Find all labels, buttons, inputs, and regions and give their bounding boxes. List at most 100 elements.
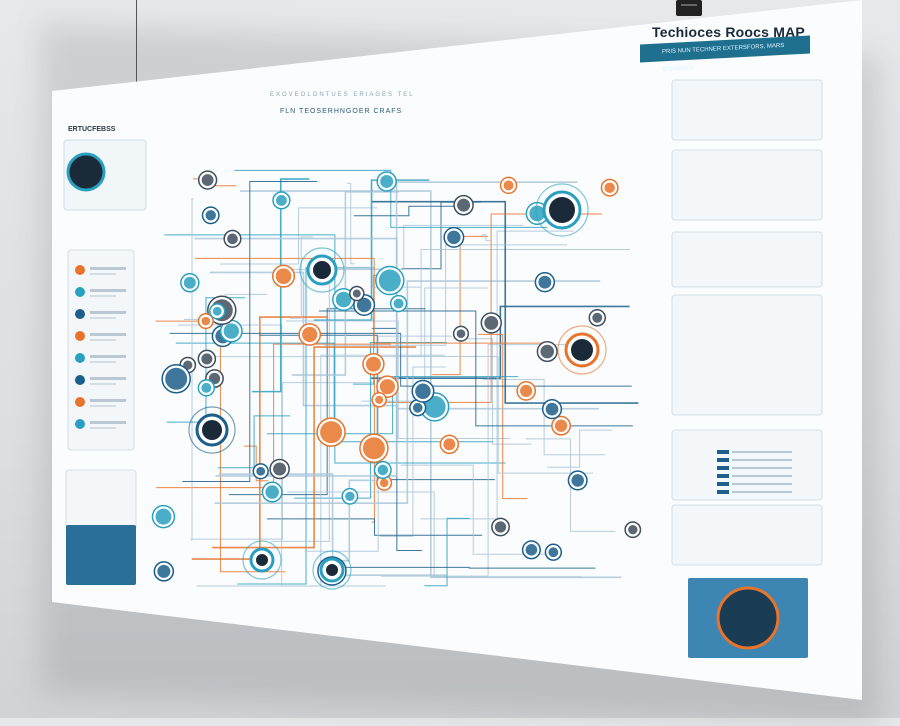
network-node <box>352 289 361 298</box>
network-node <box>443 438 456 451</box>
connector-line <box>287 491 582 578</box>
center-subheading: EXOVEOLONTUES ERIAGES TEL <box>270 92 415 98</box>
list-text-line <box>90 289 126 292</box>
right-row-text <box>732 475 792 477</box>
list-text-line <box>90 267 126 270</box>
network-node <box>302 326 318 343</box>
panel-right-4 <box>671 294 823 416</box>
network-node <box>592 312 603 323</box>
list-text-line <box>90 295 116 297</box>
network-node <box>380 175 394 188</box>
network-node <box>484 315 499 330</box>
right-row-marker <box>717 490 729 494</box>
network-node <box>412 402 423 413</box>
panel-right-5 <box>671 429 823 501</box>
network-node <box>212 306 222 316</box>
panel-right-1 <box>671 79 823 141</box>
binder-clip-right <box>676 0 702 16</box>
network-diagram <box>63 79 823 658</box>
connector-line <box>313 179 430 321</box>
hanging-wire-left <box>136 0 137 84</box>
list-bullet-icon <box>75 287 85 297</box>
hub-core <box>313 261 331 279</box>
right-row-text <box>732 483 792 485</box>
right-row-marker <box>717 466 729 470</box>
hub-core <box>549 197 575 223</box>
network-node <box>554 419 568 432</box>
list-text-line <box>90 273 116 275</box>
network-node <box>548 547 559 558</box>
network-node <box>503 180 514 191</box>
hub-core <box>202 420 222 440</box>
connector-line <box>155 320 286 573</box>
list-bullet-icon <box>75 309 85 319</box>
connector-line <box>353 205 465 217</box>
network-node <box>571 474 584 487</box>
network-node <box>183 276 196 289</box>
connector-line <box>483 379 606 456</box>
list-text-line <box>90 317 116 319</box>
network-node <box>375 395 384 404</box>
poster-title: Techioces Roocs MAP <box>652 24 805 40</box>
connector-line <box>169 332 632 387</box>
connector-line <box>291 191 400 376</box>
connector-line <box>481 234 491 242</box>
network-node <box>276 194 287 206</box>
network-node <box>320 421 343 444</box>
connector-line <box>182 181 318 482</box>
network-node <box>223 323 240 339</box>
network-node <box>356 297 372 313</box>
network-node <box>378 269 401 292</box>
tech-map-poster <box>52 0 862 700</box>
network-node <box>457 198 471 212</box>
hub-halo <box>242 540 282 580</box>
right-row-text <box>732 467 792 469</box>
panel-left-bottom <box>65 469 137 531</box>
network-node <box>628 525 638 535</box>
hub-core <box>571 339 593 361</box>
connector-line <box>424 517 470 587</box>
list-bullet-icon <box>75 353 85 363</box>
network-node <box>393 298 404 309</box>
connector-line <box>196 354 445 587</box>
connector-line <box>371 305 630 380</box>
network-node <box>201 316 211 326</box>
network-node <box>545 402 559 416</box>
panel-right-3 <box>671 231 823 288</box>
right-row-text <box>732 491 792 493</box>
network-node <box>520 384 533 398</box>
network-node <box>265 485 279 499</box>
right-row-text <box>732 459 792 461</box>
right-row-marker <box>717 482 729 486</box>
connector-line <box>212 248 630 358</box>
connector-line <box>420 230 574 520</box>
network-node <box>256 466 266 476</box>
list-bullet-icon <box>75 397 85 407</box>
list-text-line <box>90 383 116 385</box>
hub-halo <box>312 550 352 590</box>
right-row-marker <box>717 450 729 454</box>
network-node <box>604 182 615 193</box>
list-text-line <box>90 399 126 402</box>
network-node <box>155 508 172 525</box>
list-text-line <box>90 421 126 424</box>
list-bullet-icon <box>75 419 85 429</box>
network-node <box>456 329 466 339</box>
list-text-line <box>90 339 116 341</box>
connector-line <box>400 464 546 555</box>
connector-line <box>215 181 578 477</box>
network-node <box>362 437 385 460</box>
hub-halo <box>188 406 236 454</box>
network-node <box>335 291 352 308</box>
list-text-line <box>90 361 116 363</box>
connector-line <box>214 280 601 504</box>
network-node <box>538 275 552 289</box>
network-node <box>379 478 389 488</box>
list-text-line <box>90 405 116 407</box>
list-text-line <box>90 355 126 358</box>
connector-line <box>266 518 483 536</box>
network-node <box>415 383 431 400</box>
right-image-hub <box>716 586 780 650</box>
network-node <box>201 174 214 187</box>
connector-line <box>361 287 488 402</box>
